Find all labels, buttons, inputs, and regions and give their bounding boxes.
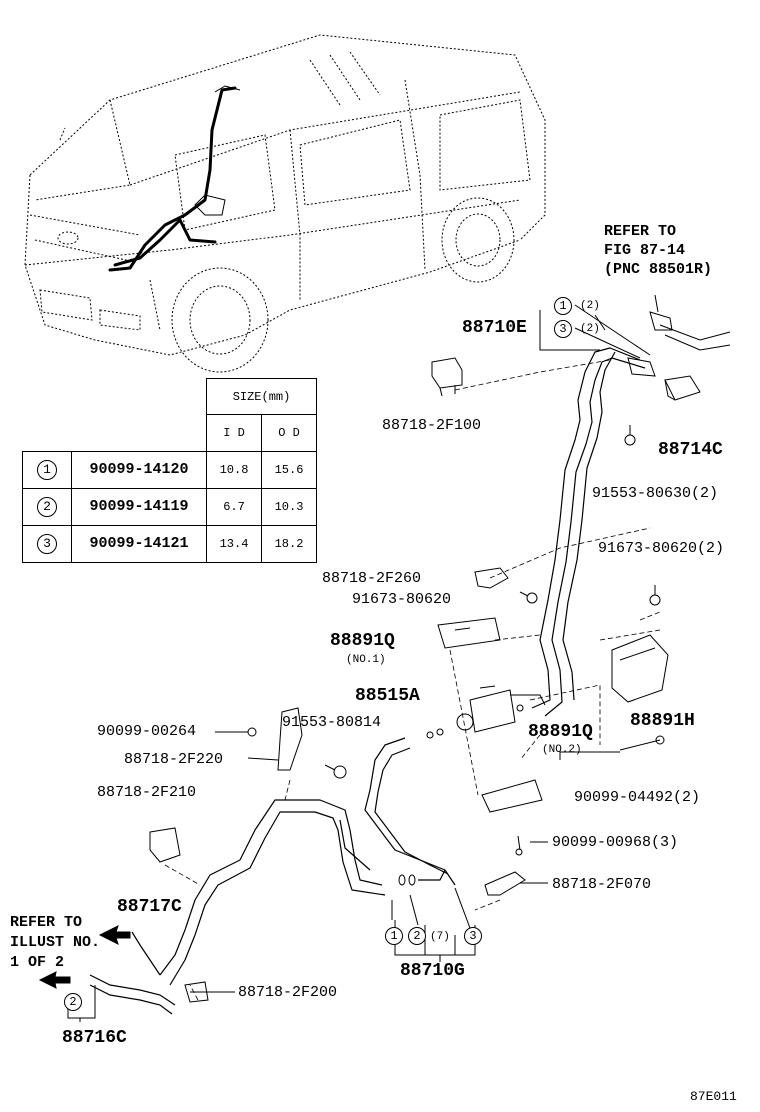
- figure-code: 87E011: [690, 1089, 737, 1104]
- table-row: 2 90099-14119 6.7 10.3: [22, 487, 317, 526]
- callout-circle-3: 3: [464, 927, 482, 945]
- size-header: SIZE(mm): [206, 378, 317, 415]
- part-88710E[interactable]: 88710E: [462, 318, 527, 338]
- row-od: 10.3: [261, 487, 317, 526]
- row-index: 1: [37, 459, 57, 480]
- tube-88717C: [131, 799, 386, 986]
- part-90099-00968[interactable]: 90099-00968(3): [552, 834, 679, 851]
- part-88718-2F220[interactable]: 88718-2F220: [124, 751, 224, 768]
- row-id: 13.4: [206, 524, 262, 563]
- part-90099-00264[interactable]: 90099-00264: [97, 723, 197, 740]
- part-88891Q-no1[interactable]: 88891Q: [330, 631, 395, 651]
- qty-label: (2): [580, 300, 600, 312]
- id-column-header: I D: [206, 414, 262, 452]
- part-91553-80814[interactable]: 91553-80814: [282, 714, 382, 731]
- refer-left-line1: REFER TO: [10, 914, 83, 931]
- row-part-number: 90099-14119: [71, 487, 207, 526]
- part-88891Q-no1-note: (NO.1): [346, 654, 386, 666]
- callout-circle-2: 2: [408, 927, 426, 945]
- row-id: 10.8: [206, 450, 262, 489]
- callout-circle-2: 2: [64, 993, 82, 1011]
- part-88718-2F100[interactable]: 88718-2F100: [382, 417, 482, 434]
- hose-size-table: SIZE(mm) I D O D 1 90099-14120 10.8 15.6…: [22, 378, 317, 563]
- part-88718-2F070[interactable]: 88718-2F070: [552, 876, 652, 893]
- row-od: 18.2: [261, 524, 317, 563]
- row-id: 6.7: [206, 487, 262, 526]
- part-91673-80620-x2[interactable]: 91673-80620(2): [598, 540, 725, 557]
- qty-label: (7): [430, 931, 450, 943]
- part-88718-2F260[interactable]: 88718-2F260: [322, 570, 422, 587]
- callout-circle-1: 1: [385, 927, 403, 945]
- qty-label: (2): [580, 323, 600, 335]
- component-shapes: [149, 311, 731, 1003]
- van-tube-routing: [108, 86, 237, 272]
- refer-top-line1: REFER TO: [604, 223, 677, 240]
- part-88891Q-no2[interactable]: 88891Q: [528, 722, 593, 742]
- part-88716C[interactable]: 88716C: [62, 1028, 127, 1048]
- arrows: [38, 925, 131, 989]
- part-88891Q-no2-note: (NO.2): [542, 744, 582, 756]
- part-88891H[interactable]: 88891H: [630, 711, 695, 731]
- part-91553-80630[interactable]: 91553-80630(2): [592, 485, 719, 502]
- refer-top-line3: (PNC 88501R): [604, 261, 713, 278]
- part-88718-2F200[interactable]: 88718-2F200: [238, 984, 338, 1001]
- part-88515A[interactable]: 88515A: [355, 686, 420, 706]
- part-91673-80620[interactable]: 91673-80620: [352, 591, 452, 608]
- row-index: 2: [37, 496, 57, 517]
- part-88718-2F210[interactable]: 88718-2F210: [97, 784, 197, 801]
- tube-88710G: [364, 737, 456, 886]
- od-column-header: O D: [261, 414, 317, 452]
- refer-left-line3: 1 OF 2: [10, 954, 65, 971]
- refer-left-line2: ILLUST NO.: [10, 934, 101, 951]
- leader-lines: [164, 359, 661, 1001]
- table-row: 1 90099-14120 10.8 15.6: [22, 450, 317, 489]
- part-88717C[interactable]: 88717C: [117, 897, 182, 917]
- van-tube-detail: [194, 85, 241, 216]
- row-od: 15.6: [261, 450, 317, 489]
- refer-top-line2: FIG 87-14: [604, 242, 686, 259]
- row-part-number: 90099-14121: [71, 524, 207, 563]
- table-row: 3 90099-14121 13.4 18.2: [22, 524, 317, 563]
- tube-88710E: [531, 347, 646, 717]
- part-88710G[interactable]: 88710G: [400, 961, 465, 981]
- callout-circle-3: 3: [554, 320, 572, 338]
- callout-circle-1: 1: [554, 297, 572, 315]
- row-part-number: 90099-14120: [71, 450, 207, 489]
- van-illustration: [24, 34, 546, 373]
- tube-88716C: [89, 974, 176, 1015]
- part-90099-04492[interactable]: 90099-04492(2): [574, 789, 701, 806]
- part-88714C[interactable]: 88714C: [658, 440, 723, 460]
- row-index: 3: [37, 533, 57, 554]
